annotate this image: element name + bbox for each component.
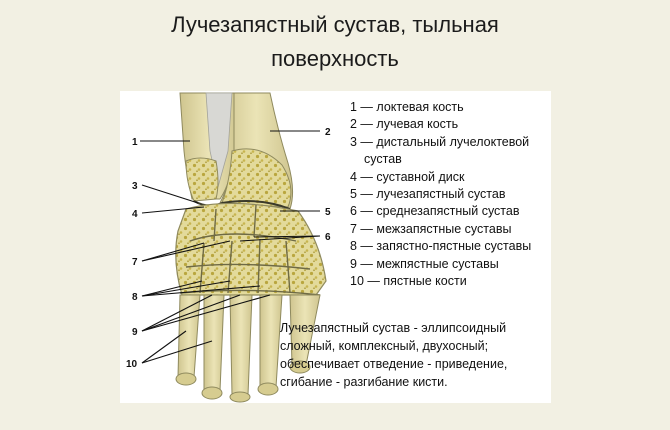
callout-2: 2 — [325, 127, 331, 138]
interosseous-membrane — [205, 92, 233, 188]
articular-disc — [193, 200, 291, 210]
callout-1: 1 — [132, 137, 138, 148]
legend-item: 8 — запястно-пястные суставы — [350, 239, 532, 254]
carpal-region — [175, 202, 327, 296]
slide-title-line-1: Лучезапястный сустав, тыльная — [171, 12, 499, 37]
callout-7: 7 — [132, 257, 138, 268]
callout-9: 9 — [132, 327, 138, 338]
metacarpal-3 — [229, 294, 253, 396]
radius-epiphysis — [221, 148, 292, 208]
callout-labels: 1 2 3 4 5 6 7 8 9 10 — [126, 127, 331, 370]
callout-10: 10 — [126, 359, 138, 370]
callout-4: 4 — [132, 209, 138, 220]
ulna-epiphysis — [185, 157, 219, 202]
slide-title: Лучезапястный сустав, тыльная поверхност… — [0, 8, 670, 76]
callout-3: 3 — [132, 181, 138, 192]
description-line: Лучезапястный сустав - эллипсоидный — [280, 321, 507, 335]
legend-item: 7 — межзапястные суставы — [350, 221, 512, 236]
callout-8: 8 — [132, 292, 138, 303]
figure-panel: 1 2 3 4 5 6 7 8 9 10 1 — локтевая кость … — [120, 91, 551, 403]
callout-6: 6 — [325, 232, 331, 243]
callout-5: 5 — [325, 207, 331, 218]
legend-list: 1 — локтевая кость 2 — лучевая кость 3 —… — [350, 99, 531, 290]
slide-title-line-2: поверхность — [271, 46, 399, 71]
description-line: сгибание - разгибание кисти. — [280, 375, 448, 389]
description-line: обеспечивает отведение - приведение, — [280, 357, 508, 371]
joint-description: Лучезапястный сустав - эллипсоидный слож… — [280, 319, 550, 391]
leader-lines — [140, 130, 321, 364]
legend-item: 10 — пястные кости — [350, 274, 467, 289]
legend-item-continuation: сустав — [364, 152, 402, 167]
legend-item: 2 — лучевая кость — [350, 117, 459, 132]
legend-item: 5 — лучезапястный сустав — [350, 187, 506, 202]
legend-item: 3 — дистальный лучелоктевой — [350, 134, 530, 149]
description-line: сложный, комплексный, двухосный; — [280, 339, 489, 353]
metacarpal-4 — [259, 294, 283, 388]
legend-item: 9 — межпястные суставы — [350, 256, 499, 271]
legend-item: 4 — суставной диск — [350, 169, 465, 184]
legend-item: 1 — локтевая кость — [350, 100, 464, 114]
legend-item: 6 — среднезапястный сустав — [350, 204, 520, 219]
wrist-joint-illustration: 1 2 3 4 5 6 7 8 9 10 — [126, 92, 331, 403]
